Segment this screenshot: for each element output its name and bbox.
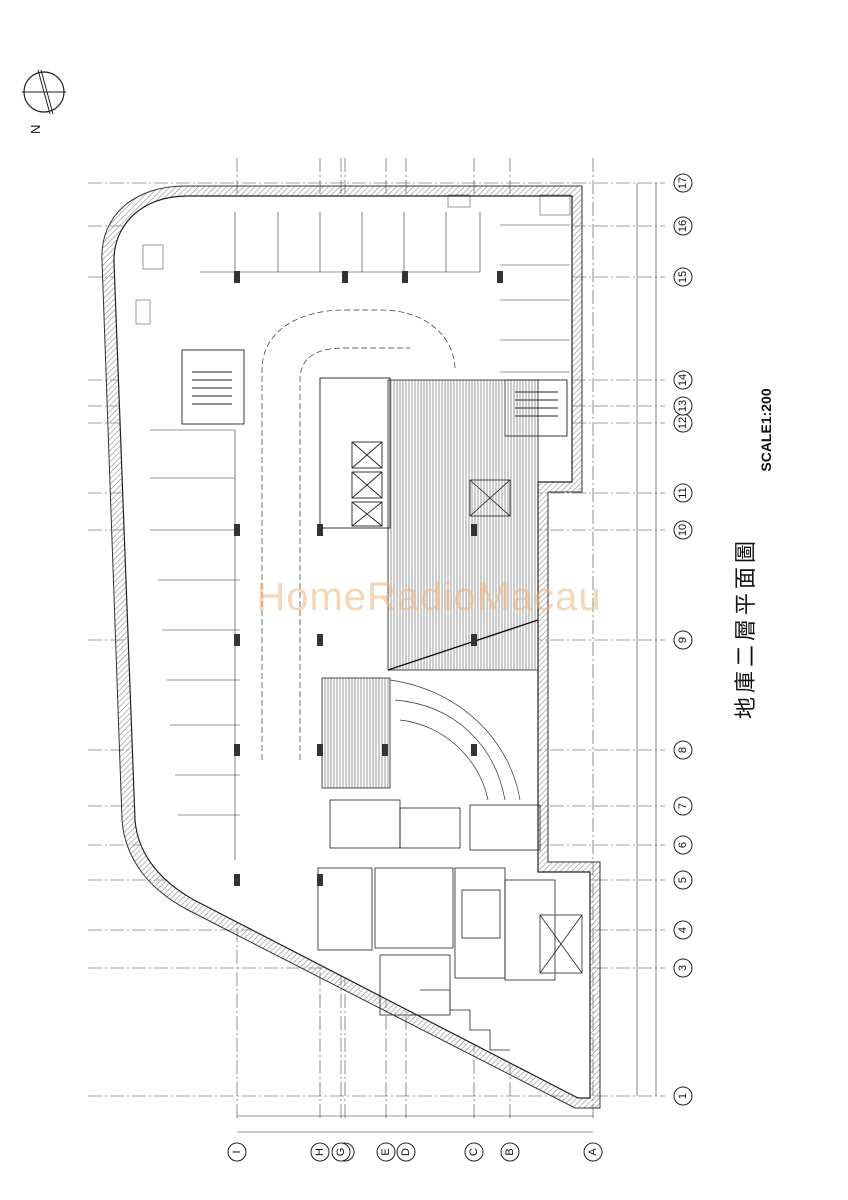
grid-column-marker: 3 [673, 958, 693, 978]
grid-column-label: 17 [677, 177, 689, 189]
room-tags [135, 194, 571, 325]
grid-row-marker: A [583, 1142, 603, 1162]
grid-column-label: 10 [677, 524, 689, 536]
grid-column-label: 7 [677, 803, 689, 809]
north-label: N [28, 125, 43, 134]
grid-column-marker: 9 [673, 630, 693, 650]
grid-row-label: B [504, 1148, 516, 1155]
grid-column-marker: 14 [673, 370, 693, 390]
grid-column-label: 16 [677, 220, 689, 232]
ramp [321, 379, 539, 801]
grid-row-marker: C [464, 1142, 484, 1162]
grid-row-label: A [587, 1148, 599, 1156]
grid-row-marker: I [227, 1142, 247, 1162]
grid-column-label: 14 [677, 374, 689, 386]
grid-column-label: 9 [677, 637, 689, 643]
grid-column-label: 12 [677, 417, 689, 429]
structural-column [234, 634, 240, 646]
grid-row-label: E [380, 1148, 392, 1155]
storage-rooms [317, 479, 583, 1051]
grid-column-label: 11 [677, 487, 689, 498]
grid-column-marker: 15 [673, 267, 693, 287]
parking-stalls-top [150, 212, 570, 860]
structural-column [382, 744, 388, 756]
structural-column [471, 634, 477, 646]
grid-row-label: I [231, 1150, 243, 1153]
driveway-loop [261, 309, 456, 760]
grid-column-marker: 17 [673, 173, 693, 193]
drawing-title: 地庫二層平面圖 [734, 536, 759, 720]
grid-row-marker: D [396, 1142, 416, 1162]
grid-column-marker: 16 [673, 216, 693, 236]
grid-column-label: 13 [677, 400, 689, 412]
structural-columns [234, 271, 503, 886]
grid-column-marker: 5 [673, 870, 693, 890]
grid-column-label: 15 [677, 271, 689, 283]
grid-row-marker: G [331, 1142, 351, 1162]
structural-column [317, 744, 323, 756]
grid-row-marker: B [500, 1142, 520, 1162]
grid-column-marker: 11 [673, 483, 693, 503]
structural-column [317, 524, 323, 536]
north-arrow-icon: N [22, 69, 66, 134]
grid-row-marker: E [376, 1142, 396, 1162]
structural-column [497, 271, 503, 283]
grid-row-label: C [468, 1148, 480, 1156]
grid-column-marker: 4 [673, 920, 693, 940]
grid-column-label: 5 [677, 877, 689, 883]
structural-column [234, 874, 240, 886]
grid-column-marker: 8 [673, 740, 693, 760]
structural-column [342, 271, 348, 283]
structural-column [234, 524, 240, 536]
structural-column [471, 524, 477, 536]
grid-column-marker: 6 [673, 835, 693, 855]
grid-column-marker: 7 [673, 796, 693, 816]
grid-row-markers: ABCDEFGHI [227, 1142, 603, 1162]
grid-row-label: G [335, 1148, 347, 1157]
grid-row-label: D [400, 1148, 412, 1156]
structural-column [317, 874, 323, 886]
structural-column [402, 271, 408, 283]
grid-column-label: 3 [677, 965, 689, 971]
grid-column-marker: 1 [673, 1086, 693, 1106]
structural-column [234, 271, 240, 283]
grid-column-label: 8 [677, 747, 689, 753]
grid-column-marker: 10 [673, 520, 693, 540]
structural-column [234, 744, 240, 756]
grid-row-label: H [314, 1148, 326, 1156]
grid-row-marker: H [310, 1142, 330, 1162]
grid-column-marker: 12 [673, 413, 693, 433]
grid-column-marker: 13 [673, 396, 693, 416]
structural-column [471, 744, 477, 756]
drawing-scale: SCALE1:200 [758, 388, 774, 472]
grid-column-label: 4 [677, 927, 689, 933]
structural-column [317, 634, 323, 646]
grid-column-label: 6 [677, 842, 689, 848]
grid-column-label: 1 [677, 1093, 689, 1099]
